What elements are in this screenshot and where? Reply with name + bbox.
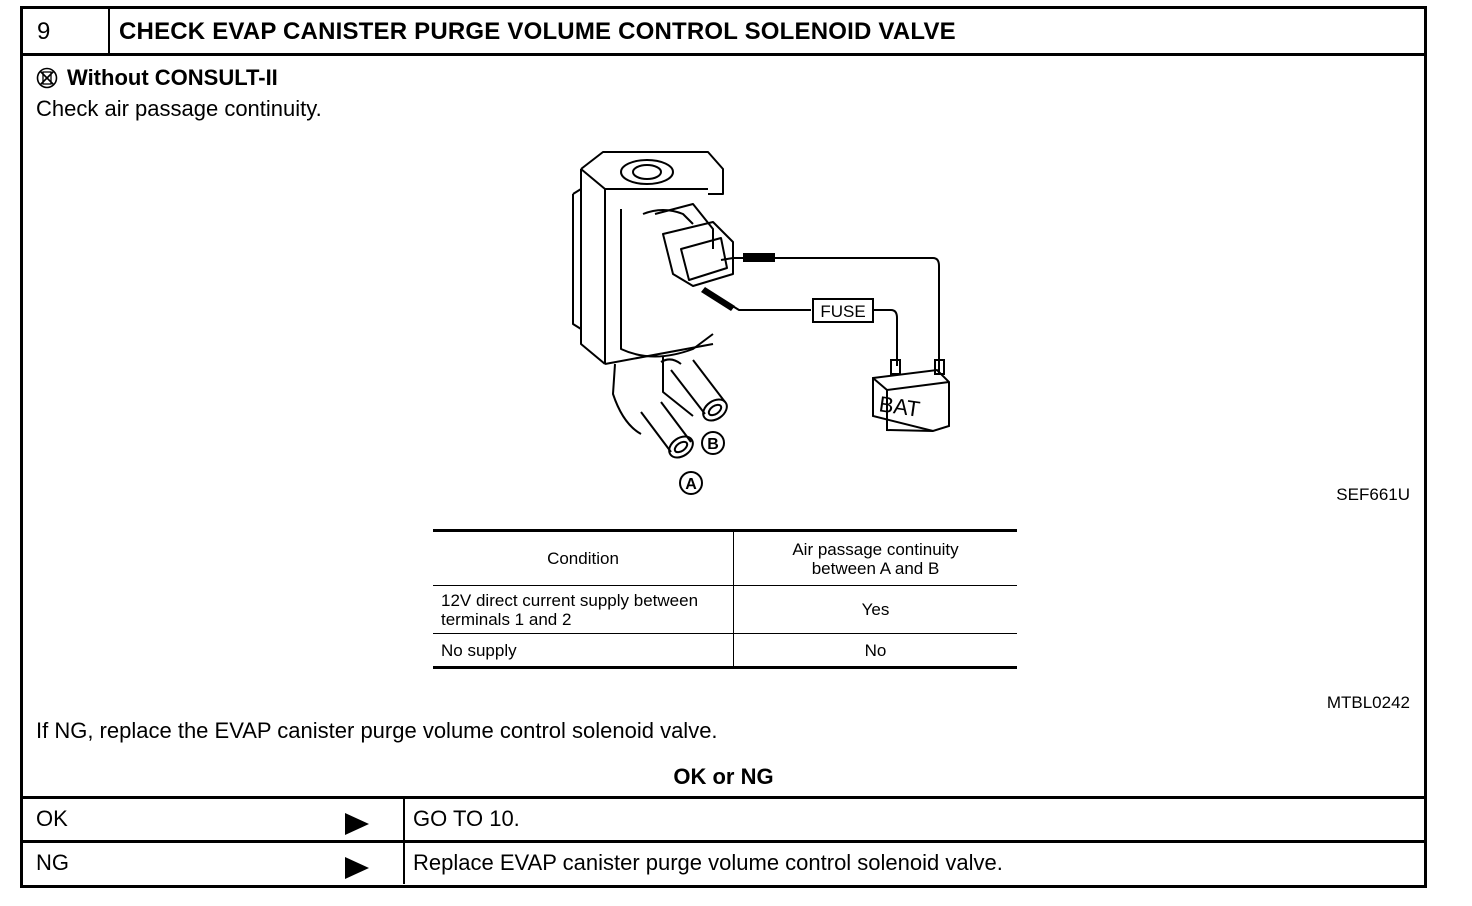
mode-label: Without CONSULT-II bbox=[67, 65, 278, 90]
step-number: 9 bbox=[37, 18, 51, 45]
arrow-right-icon bbox=[345, 813, 369, 835]
outcome-action: Replace EVAP canister purge volume contr… bbox=[413, 850, 1003, 875]
table-code: MTBL0242 bbox=[1326, 693, 1410, 712]
step-header: 9 CHECK EVAP CANISTER PURGE VOLUME CONTR… bbox=[23, 9, 1424, 56]
fuse-label: FUSE bbox=[820, 302, 865, 321]
table-row: No supply No bbox=[433, 633, 1017, 668]
probe-tip bbox=[743, 253, 775, 262]
arrow-right-icon bbox=[345, 857, 369, 879]
battery-label: BAT bbox=[877, 391, 921, 421]
battery-icon bbox=[872, 359, 950, 433]
header-divider bbox=[108, 9, 110, 54]
solenoid-valve-illustration: FUSE BAT B A bbox=[572, 151, 950, 495]
table-row: 12V direct current supply between termin… bbox=[433, 585, 1017, 634]
outcome-row-ng: NG Replace EVAP canister purge volume co… bbox=[23, 840, 1424, 884]
table-header: Air passage continuity between A and B bbox=[733, 530, 1017, 586]
table-header-row: Condition Air passage continuity between… bbox=[433, 530, 1017, 586]
table-cell: No supply bbox=[433, 633, 734, 668]
table-cell: No bbox=[864, 640, 887, 660]
table-cell: Yes bbox=[733, 585, 1017, 634]
mode-heading: Without CONSULT-II bbox=[36, 65, 278, 91]
table-header: Condition bbox=[433, 530, 734, 586]
port-b-marker bbox=[701, 431, 725, 455]
procedure-frame: 9 CHECK EVAP CANISTER PURGE VOLUME CONTR… bbox=[20, 6, 1427, 888]
result-instruction: If NG, replace the EVAP canister purge v… bbox=[36, 718, 718, 743]
port-a-marker bbox=[679, 471, 703, 495]
outcome-row-ok: OK GO TO 10. bbox=[23, 796, 1424, 840]
port-a-label: A bbox=[685, 476, 697, 493]
outcome-label: NG bbox=[36, 850, 69, 875]
table-cell: 12V direct current supply between termin… bbox=[433, 585, 734, 634]
figure-code: SEF661U bbox=[1336, 485, 1410, 504]
port-b-label: B bbox=[707, 436, 719, 453]
outcome-label: OK bbox=[36, 806, 68, 831]
fuse-icon bbox=[812, 298, 874, 323]
instruction-text: Check air passage continuity. bbox=[36, 96, 322, 121]
decision-question: OK or NG bbox=[673, 764, 774, 789]
outcome-action: GO TO 10. bbox=[413, 806, 520, 831]
row-divider bbox=[403, 799, 405, 840]
no-consult-icon bbox=[36, 67, 58, 89]
step-title: CHECK EVAP CANISTER PURGE VOLUME CONTROL… bbox=[119, 18, 956, 45]
row-divider bbox=[403, 843, 405, 884]
continuity-table: Condition Air passage continuity between… bbox=[433, 529, 1017, 669]
